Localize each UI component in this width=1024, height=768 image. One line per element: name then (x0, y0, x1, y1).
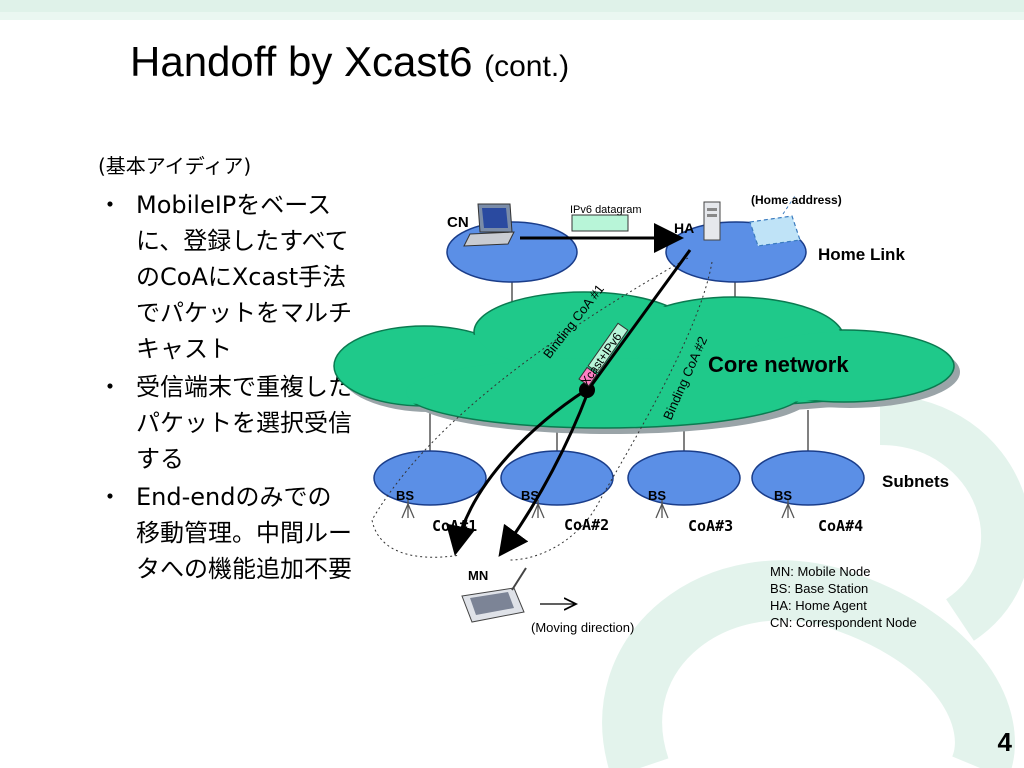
bs-antenna-icon (655, 500, 669, 519)
server-icon (703, 201, 721, 241)
legend: MN: Mobile Node BS: Base Station HA: Hom… (770, 563, 917, 631)
home-link-label: Home Link (818, 245, 905, 264)
bullet-glyph: ・ (98, 483, 122, 511)
legend-item: CN: Correspondent Node (770, 615, 917, 630)
moving-direction-label: (Moving direction) (531, 620, 635, 635)
subnet-2 (500, 450, 614, 506)
branch-router-node (579, 382, 595, 398)
subnet-3 (627, 450, 741, 506)
bullet-item: ・ MobileIPをベースに、登録したすべてのCoAにXcast手法でパケットを… (92, 187, 352, 367)
idea-list: (基本アイディア) ・ MobileIPをベースに、登録したすべてのCoAにXca… (92, 150, 352, 589)
bs-antenna-icon (781, 500, 795, 519)
bs-label: BS (774, 488, 793, 503)
title-suffix: (cont.) (484, 50, 570, 83)
bullet-text: End-endのみでの移動管理。中間ルータへの機能追加不要 (136, 483, 352, 583)
laptop-icon (463, 203, 515, 247)
xcast-path-coa1 (446, 388, 587, 556)
home-address-label: (Home address) (751, 193, 842, 207)
bullet-item: ・ End-endのみでの移動管理。中間ルータへの機能追加不要 (92, 479, 352, 587)
bullet-item: ・受信端末で重複したパケットを選択受信する (92, 369, 352, 477)
bullet-glyph: ・ (98, 373, 122, 401)
coa-label: CoA#3 (688, 517, 734, 535)
bullet-text: MobileIPをベースに、登録したすべてのCoAにXcast手法でパケットをマ… (136, 191, 352, 363)
core-network-fill (336, 294, 952, 426)
legend-item: HA: Home Agent (770, 598, 867, 613)
subnets-label: Subnets (882, 472, 950, 491)
bullet-text: 受信端末で重複したパケットを選択受信する (136, 373, 352, 473)
idea-intro: (基本アイディア) (98, 154, 252, 178)
bs-label: BS (521, 488, 540, 503)
ha-to-router-path (586, 249, 692, 391)
bs-label: BS (396, 488, 415, 503)
xcast-packet-icon (578, 322, 629, 387)
legend-item: BS: Base Station (770, 581, 869, 596)
title-text: Handoff by Xcast6 (130, 38, 473, 85)
bs-antenna-icon (401, 500, 415, 519)
bs-label: BS (648, 488, 667, 503)
ha-label: HA (674, 220, 695, 236)
bs-antenna-icon (531, 500, 545, 519)
ipv6-datagram-box (571, 214, 629, 232)
subnet-4 (751, 450, 865, 506)
mobile-node-icon (461, 567, 527, 623)
home-address-icon (749, 195, 801, 247)
legend-item: MN: Mobile Node (770, 564, 871, 579)
coa-label: CoA#4 (818, 517, 864, 535)
xcast-path-coa2 (498, 391, 590, 557)
core-network-label: Core network (708, 352, 849, 377)
coa-label: CoA#1 (432, 517, 478, 535)
subnet-1 (373, 450, 487, 506)
coa-label: CoA#2 (564, 516, 610, 534)
cn-label: CN (447, 214, 469, 231)
slide-title: Handoff by Xcast6 (cont.) (130, 38, 569, 86)
mn-label: MN (468, 568, 489, 583)
page-number: 4 (997, 727, 1012, 757)
bullet-glyph: ・ (98, 191, 122, 219)
ipv6-datagram-label: IPv6 datagram (570, 204, 642, 216)
